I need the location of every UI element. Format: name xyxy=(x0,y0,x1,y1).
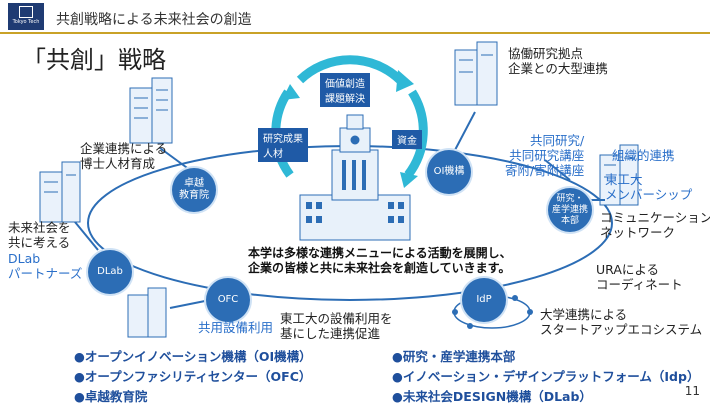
idp-node: IdP xyxy=(462,278,506,322)
logo-mark-icon xyxy=(19,6,33,18)
mirai-line-2: 共に考える xyxy=(8,235,71,250)
organizational-collab-label: 組織的連携 xyxy=(612,148,675,163)
setsubi-line-2: 基にした連携促進 xyxy=(280,326,381,341)
logo-text: Tokyo Tech xyxy=(12,19,40,25)
dlab-label: DLab xyxy=(97,266,123,277)
value-creation-tag: 価値創造 課題解決 xyxy=(320,73,370,107)
center-message: 本学は多様な連携メニューによる活動を展開し、 企業の皆様と共に未来社会を創造して… xyxy=(248,246,512,276)
problem-solving-label: 課題解決 xyxy=(325,94,365,105)
kenkyu-label-1: 研究・ xyxy=(556,193,584,204)
human-resources-label: 人材 xyxy=(263,149,283,160)
value-creation-label: 価値創造 xyxy=(325,79,365,90)
facility-usage-label: 東工大の設備利用を 基にした連携促進 xyxy=(280,311,393,341)
oi-label: OI機構 xyxy=(433,166,465,177)
page-number: 11 xyxy=(684,384,700,398)
ofc-label: OFC xyxy=(217,294,239,305)
bullet-takuetsu: ●卓越教育院 xyxy=(74,389,148,404)
dlab-node: DLab xyxy=(88,250,132,294)
bullet-ofc: ●オープンファシリティセンター（OFC） xyxy=(74,369,312,384)
kyodo-koza-line-2: 共同研究講座 xyxy=(509,148,585,163)
ofc-node: OFC xyxy=(206,278,250,322)
kenkyu-label-2: 産学連携 xyxy=(551,204,588,215)
tokyo-tech-logo: Tokyo Tech xyxy=(8,3,44,30)
kyodo-line-2: 企業との大型連携 xyxy=(508,61,608,76)
dlab-partners-line-2: パートナーズ xyxy=(8,266,83,281)
link-arrows xyxy=(74,111,605,309)
company-buildings xyxy=(39,41,639,338)
joint-research-base-label: 協働研究拠点 企業との大型連携 xyxy=(508,46,608,76)
shared-facility-label: 共用設備利用 xyxy=(198,320,274,335)
kyodo-koza-line-3: 寄附/寄附講座 xyxy=(505,163,585,178)
kigyo-line-1: 企業連携による xyxy=(80,141,168,156)
funding-tag: 資金 xyxy=(392,130,422,149)
joint-research-course-label: 共同研究/ 共同研究講座 寄附/寄附講座 xyxy=(505,133,584,178)
communication-line-1: コミュニケーション xyxy=(600,210,710,225)
kigyo-line-2: 博士人材育成 xyxy=(80,156,156,171)
dlab-partners-line-1: DLab xyxy=(8,251,41,266)
dlab-partners-label: DLab パートナーズ xyxy=(8,251,82,281)
membership-label: 東工大 メンバーシップ xyxy=(605,172,692,202)
research-results-tag: 研究成果 人材 xyxy=(258,128,308,162)
future-society-label: 未来社会を 共に考える xyxy=(8,220,71,250)
header-title: 共創戦略による未来社会の創造 xyxy=(56,12,252,28)
communication-line-2: ネットワーク xyxy=(600,225,676,240)
bullet-idp: ●イノベーション・デザインプラットフォーム（Idp） xyxy=(392,369,700,384)
research-industry-node: 研究・産学連携本部 xyxy=(548,188,592,232)
ura-coordinate-label: URAによる コーディネート xyxy=(596,262,683,292)
oi-node: OI機構 xyxy=(427,150,471,194)
startup-line-1: 大学連携による xyxy=(540,307,628,322)
tokyo-tech-main-building xyxy=(299,114,411,241)
idp-label: IdP xyxy=(476,294,492,305)
takuetsu-label-2: 教育院 xyxy=(179,190,209,201)
bullet-oi: ●オープンイノベーション機構（OI機構） xyxy=(74,349,312,364)
page-title: 「共創」戦略 xyxy=(22,46,166,74)
takuetsu-node: 卓越教育院 xyxy=(172,168,216,212)
member-line-1: 東工大 xyxy=(605,172,643,187)
communication-network-label: コミュニケーション ネットワーク xyxy=(600,210,710,240)
ura-line-2: コーディネート xyxy=(596,277,683,292)
bullet-dlab: ●未来社会DESIGN機構（DLab） xyxy=(392,389,592,404)
bullet-research-hq: ●研究・産学連携本部 xyxy=(392,349,516,364)
header-bar xyxy=(0,0,710,33)
center-message-line-2: 企業の皆様と共に未来社会を創造していきます。 xyxy=(248,261,511,275)
corporate-phd-label: 企業連携による 博士人材育成 xyxy=(80,141,167,171)
takuetsu-label-1: 卓越 xyxy=(184,178,204,189)
center-message-line-1: 本学は多様な連携メニューによる活動を展開し、 xyxy=(248,246,512,260)
research-results-label: 研究成果 xyxy=(263,134,303,145)
kyodo-line-1: 協働研究拠点 xyxy=(508,46,584,61)
kenkyu-label-3: 本部 xyxy=(560,215,579,226)
header-divider xyxy=(0,32,710,34)
kyodo-koza-line-1: 共同研究/ xyxy=(530,133,585,148)
member-line-2: メンバーシップ xyxy=(605,187,693,202)
startup-ecosystem-label: 大学連携による スタートアップエコシステム xyxy=(540,307,702,337)
ura-line-1: URAによる xyxy=(596,262,660,277)
setsubi-line-1: 東工大の設備利用を xyxy=(280,311,393,326)
mirai-line-1: 未来社会を xyxy=(8,220,71,235)
startup-line-2: スタートアップエコシステム xyxy=(540,322,703,337)
